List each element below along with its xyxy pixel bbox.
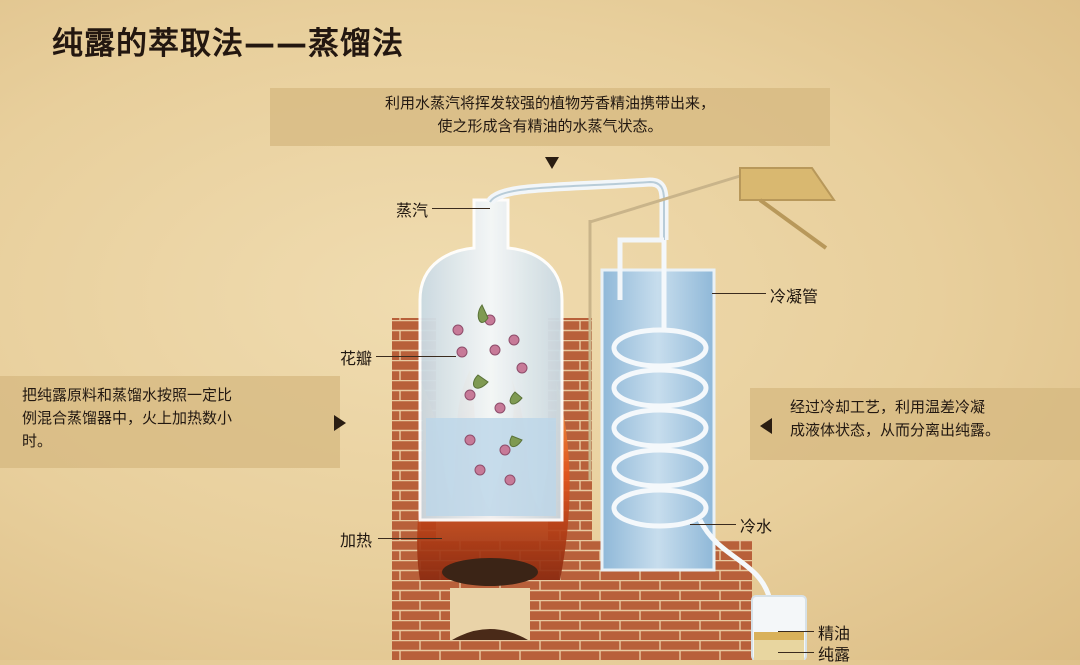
right-description-line-1: 经过冷却工艺，利用温差冷凝 [790, 398, 986, 416]
label-petals: 花瓣 [340, 349, 373, 368]
tap-stand [588, 167, 836, 480]
right-arrow-icon [334, 415, 346, 431]
leader-heating [378, 538, 442, 539]
water-in-still [426, 418, 556, 516]
label-condenser: 冷凝管 [770, 287, 819, 306]
leader-petals [376, 356, 456, 357]
steam-pipe-outline [489, 180, 665, 240]
left-description-banner: 把纯露原料和蒸馏水按照一定比 例混合蒸馏器中，火上加热数小 时。 [0, 376, 340, 468]
left-description-line-3: 时。 [22, 432, 53, 450]
label-cold-water: 冷水 [740, 517, 773, 536]
top-description-line-2: 使之形成含有精油的水蒸气状态。 [437, 117, 663, 135]
label-steam: 蒸汽 [396, 201, 429, 220]
left-arrow-icon [760, 418, 772, 434]
hydrosol-liquid [754, 640, 804, 660]
label-hydrosol: 纯露 [818, 645, 851, 664]
page-title: 纯露的萃取法——蒸馏法 [52, 26, 404, 62]
flower-petals [452, 304, 528, 486]
right-description-banner: 经过冷却工艺，利用温差冷凝 成液体状态，从而分离出纯露。 [750, 388, 1080, 460]
fire [417, 370, 570, 586]
leader-steam [432, 208, 490, 209]
oil-layer [754, 632, 804, 640]
collection-bottle [751, 595, 807, 660]
leader-essential-oil [778, 631, 814, 632]
top-description-line-1: 利用水蒸汽将挥发较强的植物芳香精油携带出来， [384, 94, 715, 112]
still-vessel [418, 198, 564, 522]
label-essential-oil: 精油 [818, 624, 851, 643]
top-description-banner: 利用水蒸汽将挥发较强的植物芳香精油携带出来， 使之形成含有精油的水蒸气状态。 [270, 88, 830, 146]
down-arrow-icon [545, 157, 559, 169]
condenser-coil [611, 240, 773, 601]
right-description-line-2: 成液体状态，从而分离出纯露。 [790, 421, 1001, 439]
leader-condenser [712, 293, 766, 294]
label-heating: 加热 [340, 531, 373, 550]
left-description-line-2: 例混合蒸馏器中，火上加热数小 [22, 409, 233, 427]
leader-cold-water [690, 524, 736, 525]
ash-pile [452, 629, 528, 640]
leader-hydrosol [778, 652, 814, 653]
left-description-line-1: 把纯露原料和蒸馏水按照一定比 [22, 386, 233, 404]
charcoal [442, 558, 538, 586]
